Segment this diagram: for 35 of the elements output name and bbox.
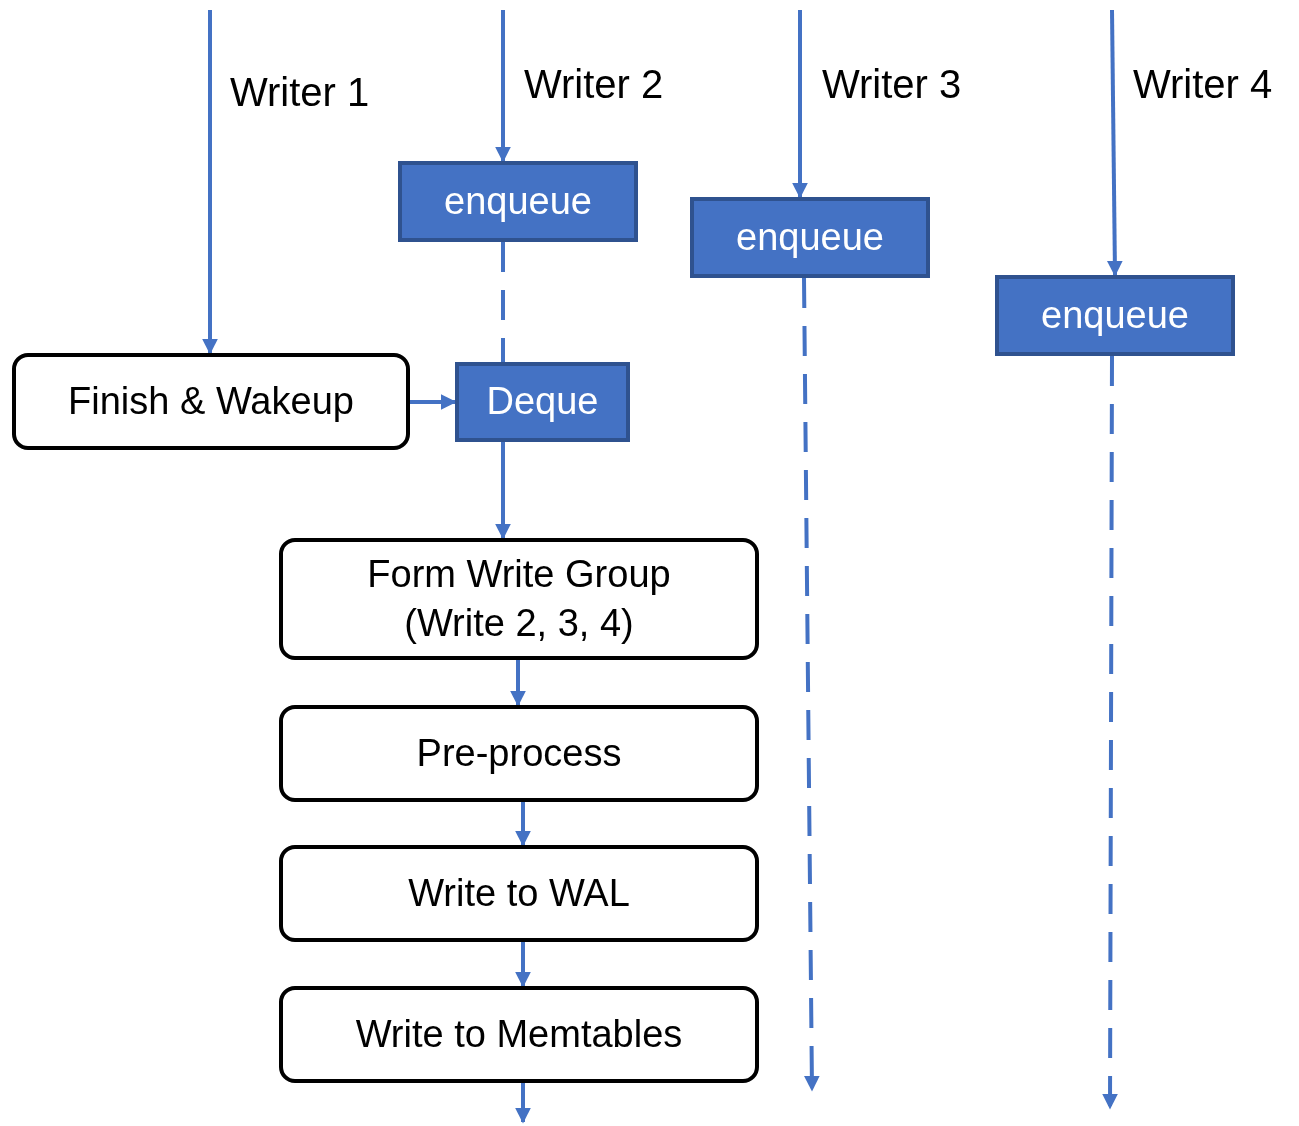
arrow (515, 942, 531, 988)
arrow (515, 1083, 531, 1124)
arrow (792, 10, 808, 199)
node-text: Finish & Wakeup (68, 378, 354, 424)
queue-step-box (455, 362, 630, 442)
arrow (410, 394, 457, 410)
arrow (495, 442, 511, 540)
queue-step-box (398, 161, 638, 242)
node-text: Deque (486, 379, 599, 425)
process-box (279, 538, 759, 660)
dashed-arrow (802, 278, 820, 1092)
edge-label: Writer 3 (822, 62, 962, 107)
node-text: enqueue (1041, 292, 1189, 338)
edge-label: Writer 4 (1133, 62, 1273, 107)
arrow (515, 802, 531, 847)
arrow (495, 10, 511, 163)
process-box (279, 845, 759, 942)
edge-label: Writer 1 (230, 70, 370, 115)
node-text: enqueue (444, 178, 592, 224)
node-text: (Write 2, 3, 4) (404, 601, 634, 646)
process-box (12, 353, 410, 450)
node-text: Write to WAL (408, 870, 630, 916)
arrow (510, 660, 526, 707)
arrow (1106, 9, 1123, 277)
arrow (202, 10, 218, 355)
node-text: enqueue (736, 214, 884, 260)
queue-step-box (690, 197, 930, 278)
node-text: Pre-process (416, 730, 622, 776)
process-box (279, 986, 759, 1083)
dashed-arrow (1102, 356, 1119, 1110)
queue-step-box (995, 275, 1235, 356)
process-box (279, 705, 759, 802)
node-text: Form Write Group (367, 551, 671, 597)
node-text: Write to Memtables (355, 1011, 683, 1057)
edge-label: Writer 2 (524, 62, 664, 107)
